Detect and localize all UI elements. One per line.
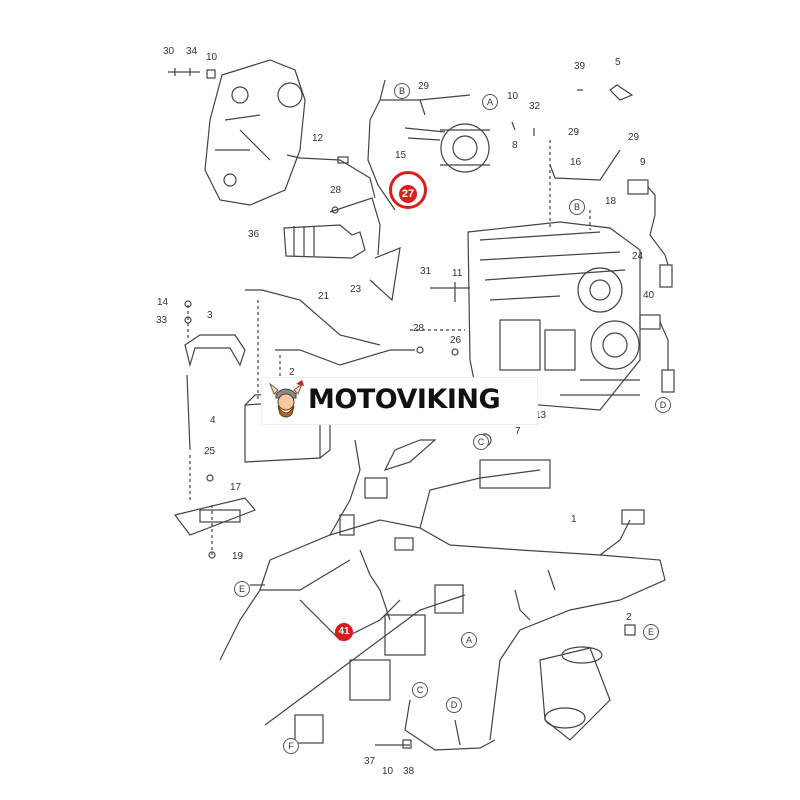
part-label: 23 bbox=[350, 284, 362, 295]
part-label: 29 bbox=[568, 127, 580, 138]
part-label: 36 bbox=[248, 229, 260, 240]
part-label: 24 bbox=[632, 251, 644, 262]
brand-banner bbox=[262, 378, 537, 424]
part-label: 2 bbox=[289, 367, 295, 378]
part-label: 40 bbox=[643, 290, 655, 301]
part-label: 34 bbox=[186, 46, 198, 57]
part-label: 10 bbox=[206, 52, 218, 63]
part-label: 37 bbox=[364, 756, 376, 767]
part-label: 21 bbox=[318, 291, 330, 302]
part-label: 30 bbox=[163, 46, 175, 57]
alternator bbox=[440, 123, 490, 173]
viking-logo-icon bbox=[268, 380, 304, 418]
part-label: 15 bbox=[395, 150, 407, 161]
part-label: 10 bbox=[382, 766, 394, 777]
connector-callout: E bbox=[234, 581, 250, 597]
part-label: 19 bbox=[232, 551, 244, 562]
flywheel-housing bbox=[204, 59, 306, 206]
connector-callout: C bbox=[473, 434, 489, 450]
part-label: 11 bbox=[452, 268, 463, 279]
part-label: 9 bbox=[640, 157, 646, 168]
part-label: 26 bbox=[450, 335, 462, 346]
part-label: 33 bbox=[156, 315, 168, 326]
connector-callout: C bbox=[412, 682, 428, 698]
connector-callout: D bbox=[655, 397, 671, 413]
connector-callout: A bbox=[461, 632, 477, 648]
part-label: 10 bbox=[507, 91, 519, 102]
part-label: 13 bbox=[535, 410, 547, 421]
part-label: 25 bbox=[204, 446, 216, 457]
fuel-filter bbox=[539, 647, 611, 741]
part-label: 31 bbox=[420, 266, 432, 277]
battery-tray bbox=[173, 497, 256, 536]
part-label: 14 bbox=[157, 297, 169, 308]
part-label: 8 bbox=[512, 140, 518, 151]
part-label: 29 bbox=[418, 81, 430, 92]
part-label: 32 bbox=[529, 101, 541, 112]
starter-motor bbox=[283, 224, 366, 259]
part-label: 4 bbox=[210, 415, 216, 426]
connector-callout: D bbox=[446, 697, 462, 713]
main-harness bbox=[269, 519, 666, 741]
part-label: 16 bbox=[570, 157, 582, 168]
part-label: 28 bbox=[413, 323, 425, 334]
part-label: 1 bbox=[571, 514, 577, 525]
part-label: 38 bbox=[403, 766, 415, 777]
part-label: 18 bbox=[605, 196, 617, 207]
part-label: 7 bbox=[515, 426, 521, 437]
connector-callout: F bbox=[283, 738, 299, 754]
highlighted-part-27: 27 bbox=[389, 171, 427, 209]
part-label: 12 bbox=[312, 133, 324, 144]
part-label: 28 bbox=[330, 185, 342, 196]
part-label: 3 bbox=[207, 310, 213, 321]
part-label: 5 bbox=[615, 57, 621, 68]
part-label: 29 bbox=[628, 132, 640, 143]
brand-name: MOTOVIKING bbox=[308, 384, 501, 415]
part-label: 2 bbox=[626, 612, 632, 623]
connector-callout: B bbox=[569, 199, 585, 215]
part-label: 39 bbox=[574, 61, 586, 72]
engine-block bbox=[467, 221, 641, 411]
connector-callout: A bbox=[482, 94, 498, 110]
part-label: 17 bbox=[230, 482, 242, 493]
connector-callout: E bbox=[643, 624, 659, 640]
highlighted-part-41: 41 bbox=[335, 623, 353, 641]
connector-callout: B bbox=[394, 83, 410, 99]
